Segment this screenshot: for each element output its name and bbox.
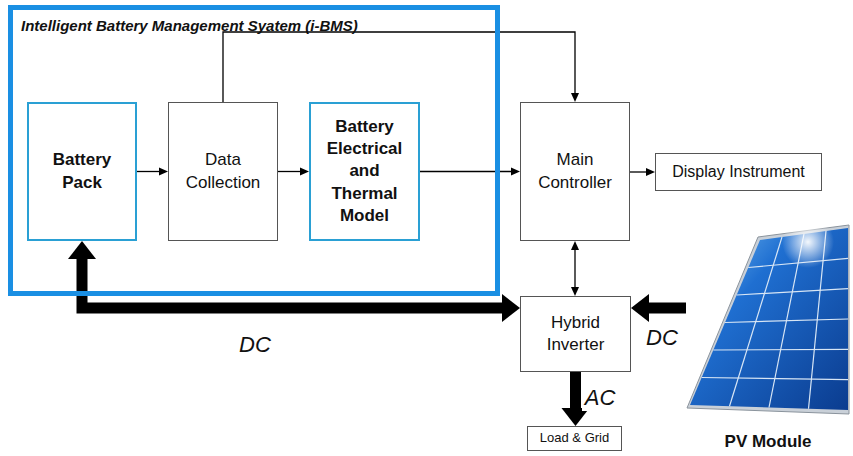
arrow-head [511,168,520,176]
arrow-head [631,294,649,322]
controller-box: Main Controller [520,102,630,241]
node-label: Hybrid Inverter [527,312,624,356]
connector-line [223,32,575,102]
node-label: Battery Pack [35,149,129,193]
edge-label: DC [643,325,681,350]
pv-panel-illustration [686,220,850,456]
connector-line [574,249,575,288]
battery-pack-box: Battery Pack [27,102,137,241]
arrow-head [562,408,590,426]
edge-label: DC [236,332,274,357]
node-label: Battery Electrical and Thermal Model [317,116,412,226]
model-box: Battery Electrical and Thermal Model [309,102,420,241]
node-label: Display Instrument [672,162,805,183]
signal-arrow [630,168,655,176]
display-box: Display Instrument [655,153,822,191]
signal-arrow [278,168,309,176]
node-label: Load & Grid [540,430,609,447]
pv-module: PV Module [686,220,850,456]
connector-line [570,372,581,409]
arrow-head [502,294,520,322]
connector-line [630,171,647,172]
load-box: Load & Grid [527,426,622,451]
connector-line [137,171,160,172]
signal-arrow [571,241,579,296]
arrow-head [159,168,168,176]
arrow-head [68,241,96,259]
connector-line [82,258,503,308]
power-flow-arrow [68,241,520,322]
connector-line [648,303,686,314]
connector-line [278,171,301,172]
edge-label: AC [582,385,619,410]
inverter-box: Hybrid Inverter [520,296,631,372]
arrow-head [571,287,579,296]
arrow-head [646,168,655,176]
signal-arrow [420,168,520,176]
signal-arrow [223,32,579,102]
group-title: Intelligent Battery Management Syatem (i… [21,16,358,36]
arrow-head [571,93,579,102]
node-label: PV Module [725,431,812,453]
arrow-head [571,241,579,250]
node-label: Data Collection [175,149,271,193]
node-label: Main Controller [527,149,623,193]
arrow-head [300,168,309,176]
power-flow-arrow [631,294,686,322]
system-boundary: Intelligent Battery Management Syatem (i… [8,5,500,296]
signal-arrow [137,168,168,176]
process-box: Data Collection [168,102,278,241]
